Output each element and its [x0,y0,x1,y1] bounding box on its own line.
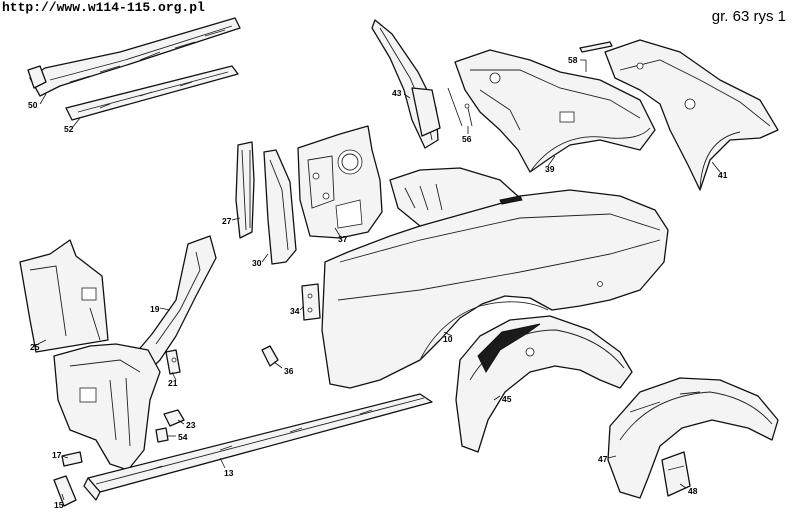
part-23-clip [163,409,185,427]
part-21-bracket [165,349,181,375]
part-37-door-inner [297,125,383,239]
callout-27: 27 [222,216,232,226]
diagram-reference: gr. 63 rys 1 [711,8,786,25]
part-27-b-pillar [235,141,255,239]
part-30-pillar [263,149,297,265]
part-39-rear-wing-inner [454,49,656,173]
callout-45: 45 [502,394,512,404]
source-url: http://www.w114-115.org.pl [2,0,205,15]
part-15-cap [53,475,77,507]
callout-50: 50 [28,100,38,110]
callout-17: 17 [52,450,62,460]
part-17-bracket [61,451,83,467]
callout-54: 54 [178,432,188,442]
part-43-pillar [371,19,441,149]
callout-13: 13 [224,468,234,478]
part-52-rail [65,65,239,121]
callout-39: 39 [545,164,555,174]
callout-36: 36 [284,366,294,376]
part-10-quarter-panel [321,167,669,389]
part-41-rear-wing [604,39,779,191]
part-50-roof-rail [27,17,241,97]
callout-19: 19 [150,304,160,314]
part-25-inner-panel [19,239,109,353]
part-45-wheel-arch [455,315,633,453]
part-56-pin [464,103,473,127]
part-47-wheel-housing [607,377,779,499]
callout-48: 48 [688,486,698,496]
callout-47: 47 [598,454,608,464]
part-19-a-pillar [53,235,217,471]
callout-15: 15 [54,500,64,510]
part-48-flap [661,451,691,497]
callout-52: 52 [64,124,74,134]
callout-56: 56 [462,134,472,144]
callout-23: 23 [186,420,196,430]
callout-43: 43 [392,88,402,98]
part-58-strip [579,41,613,72]
callout-25: 25 [30,342,40,352]
part-34-bracket [301,283,321,321]
callout-37: 37 [338,234,348,244]
part-56-strip [447,87,463,127]
part-36-clip [261,345,279,367]
callout-21: 21 [168,378,178,388]
leader-lines [37,59,721,501]
callout-58: 58 [568,55,578,65]
part-13-sill [83,393,433,501]
callout-41: 41 [718,170,728,180]
part-54-clip [155,427,169,443]
callout-30: 30 [252,258,262,268]
callout-34: 34 [290,306,300,316]
callout-10: 10 [443,334,453,344]
